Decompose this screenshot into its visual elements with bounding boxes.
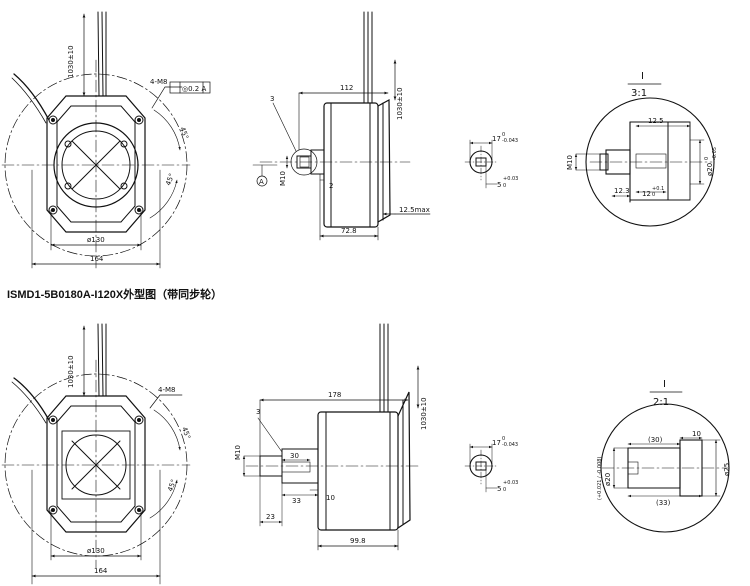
bottom-detail-dia1: ø20 — [604, 473, 612, 486]
bottom-detail-view — [600, 391, 730, 533]
top-key-width-tol-bot: -0.043 — [502, 138, 518, 144]
top-key-depth: 5 — [497, 181, 501, 189]
top-key-depth-tol-bot: 0 — [503, 183, 506, 189]
top-detail-dia-tol-bot: -0.05 — [712, 147, 718, 160]
bottom-front-view — [1, 323, 191, 585]
bottom-front-screw: 4-M8 — [158, 386, 175, 394]
top-side-max: 12.5max — [399, 206, 430, 214]
top-detail-len3: 12 — [642, 190, 651, 198]
bottom-detail-dim30: (30) — [648, 436, 663, 444]
bottom-detail-scale: 2:1 — [653, 397, 669, 408]
bottom-key-depth-tol-top: +0.03 — [503, 480, 518, 486]
bottom-side-dim33: 33 — [292, 497, 301, 505]
top-detail-dia-tol-top: 0 — [704, 157, 710, 160]
bottom-front-lead-length: 1030±10 — [67, 355, 75, 388]
top-detail-len1: 12.5 — [648, 117, 664, 125]
bottom-key-width-tol-top: 0 — [502, 436, 505, 442]
top-front-width: 164 — [90, 255, 104, 263]
top-detail-thread: M10 — [566, 155, 574, 170]
drawing-caption: ISMD1-5B0180A-I120X外型图（带同步轮） — [7, 289, 223, 301]
bottom-key-depth: 5 — [497, 485, 501, 493]
bottom-detail-dia2: ø25 — [723, 463, 731, 476]
bottom-key-depth-tol-bot: 0 — [503, 487, 506, 493]
top-side-gap: 2 — [329, 182, 333, 190]
top-detail-len3-tol-bot: 0 — [652, 192, 655, 198]
top-front-lead-length: 1030±10 — [67, 45, 75, 78]
bottom-detail-dim33: (33) — [656, 499, 671, 507]
bottom-detail-title: I — [663, 379, 666, 390]
top-side-thread: M10 — [279, 171, 287, 186]
bottom-side-view — [242, 323, 421, 551]
top-detail-view — [574, 83, 715, 227]
top-side-datum: A — [259, 178, 264, 186]
top-front-angle-2: 45° — [164, 172, 176, 186]
top-detail-len2: 12.3 — [614, 187, 630, 195]
top-side-body-length: 72.8 — [341, 227, 357, 235]
bottom-front-angle-1: 45° — [180, 426, 192, 440]
bottom-side-dim30: 30 — [290, 452, 299, 460]
top-side-view — [252, 11, 431, 241]
top-side-lead-length: 1030±10 — [396, 87, 404, 120]
bottom-front-angle-2: 45° — [166, 478, 178, 492]
bottom-side-body-length: 99.8 — [350, 537, 366, 545]
top-front-angle-1: 45° — [178, 126, 190, 140]
bottom-key-section — [464, 443, 498, 493]
bottom-side-dim10: 10 — [326, 494, 335, 502]
top-key-width-tol-top: 0 — [502, 132, 505, 138]
top-key-depth-tol-top: +0.03 — [503, 176, 518, 182]
top-detail-title: I — [641, 71, 644, 82]
top-side-length: 112 — [340, 84, 353, 92]
bottom-detail-dia1-tol: (+0.021 / -0.008) — [597, 457, 603, 500]
top-front-view — [1, 11, 211, 269]
bottom-side-length: 178 — [328, 391, 341, 399]
top-front-tolerance: ◎0.2 A — [182, 85, 206, 93]
bottom-side-dim23: 23 — [266, 513, 275, 521]
bottom-key-width-tol-bot: -0.043 — [502, 442, 518, 448]
top-detail-scale: 3:1 — [631, 88, 647, 99]
bottom-front-width: 164 — [94, 567, 108, 575]
bottom-side-thread: M10 — [234, 445, 242, 460]
top-front-pcd: ø130 — [87, 236, 105, 244]
top-front-screw: 4-M8 — [150, 78, 167, 86]
top-detail-len3-tol-top: +0.1 — [652, 186, 664, 192]
top-side-note: 3 — [270, 95, 274, 103]
bottom-side-note: 3 — [256, 408, 260, 416]
top-key-section — [464, 139, 498, 189]
bottom-front-pcd: ø130 — [87, 547, 105, 555]
bottom-detail-dim10: 10 — [692, 430, 701, 438]
top-detail-dia: ø20 — [706, 163, 714, 176]
bottom-key-width: 17 — [492, 439, 501, 447]
bottom-side-lead-length: 1030±10 — [420, 397, 428, 430]
top-key-width: 17 — [492, 135, 501, 143]
